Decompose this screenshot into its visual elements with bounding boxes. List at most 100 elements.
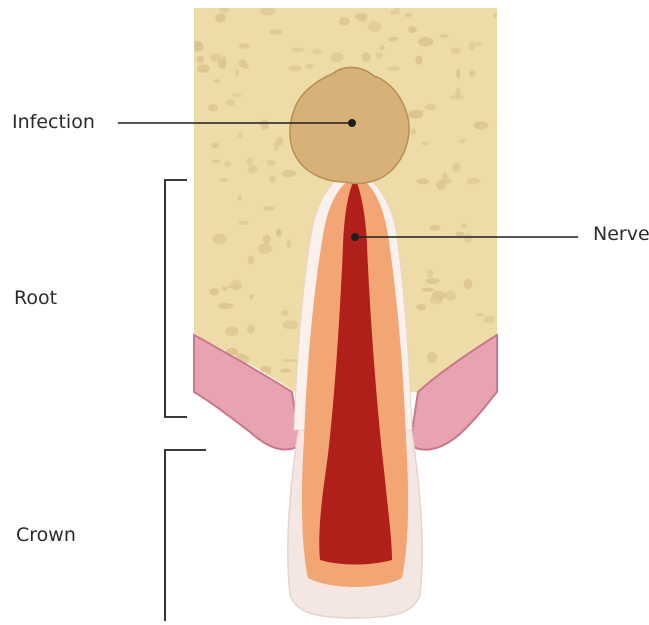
bone-spot	[210, 288, 219, 295]
bone-spot	[269, 29, 282, 34]
bone-spot	[266, 160, 276, 166]
bone-spot	[222, 287, 228, 291]
bone-spot	[222, 56, 226, 65]
bone-spot	[235, 69, 239, 77]
bone-spot	[219, 178, 228, 182]
bone-spot	[197, 64, 209, 73]
bone-spot	[429, 225, 440, 231]
bone-spot	[260, 366, 268, 372]
nerve-leader-dot	[351, 233, 359, 241]
bone-spot	[405, 13, 412, 17]
bone-spot	[213, 79, 221, 82]
bone-spot	[292, 48, 304, 52]
bone-spot	[475, 313, 484, 317]
bone-spot	[388, 37, 398, 42]
bone-spot	[425, 278, 439, 284]
bone-spot	[408, 111, 423, 119]
bone-spot	[312, 48, 322, 54]
bone-spot	[466, 178, 480, 185]
nerve-label: Nerve	[593, 223, 649, 245]
bone-spot	[248, 255, 255, 264]
bone-spot	[219, 7, 229, 14]
bone-spot	[247, 325, 255, 334]
bone-spot	[225, 327, 239, 336]
bone-spot	[276, 137, 283, 146]
bone-spot	[237, 132, 242, 138]
bone-spot	[260, 120, 269, 130]
bone-spot	[388, 66, 400, 70]
bone-spot	[418, 37, 434, 46]
bone-spot	[415, 56, 422, 65]
bone-spot	[192, 41, 204, 52]
bone-spot	[427, 352, 438, 363]
bone-spot	[269, 176, 275, 183]
bone-spot	[417, 179, 430, 185]
bone-spot	[218, 303, 233, 309]
bone-spot	[379, 45, 384, 50]
bone-spot	[282, 359, 297, 362]
bone-spot	[436, 180, 446, 190]
bone-spot	[484, 316, 495, 323]
bone-spot	[305, 64, 313, 69]
bone-spot	[474, 121, 489, 129]
bone-spot	[451, 48, 461, 54]
bone-spot	[368, 21, 381, 32]
bone-spot	[445, 290, 456, 300]
bone-spot	[260, 7, 276, 15]
bone-spot	[247, 165, 258, 173]
bone-spot	[246, 157, 253, 165]
bone-spot	[462, 224, 467, 228]
bone-spot	[226, 99, 235, 106]
bone-spot	[212, 143, 219, 148]
bone-spot	[282, 170, 297, 177]
bone-spot	[262, 235, 271, 244]
bone-spot	[456, 69, 460, 79]
bone-spot	[430, 296, 444, 305]
bone-spot	[237, 195, 242, 200]
bone-spot	[455, 87, 461, 98]
bone-spot	[231, 280, 242, 291]
bone-spot	[276, 228, 282, 237]
bone-spot	[469, 70, 475, 77]
bone-spot	[289, 66, 302, 72]
bone-spot	[239, 221, 249, 225]
bone-spot	[196, 56, 204, 63]
bone-spot	[422, 288, 434, 292]
bone-spot	[411, 128, 415, 135]
bone-spot	[249, 294, 253, 300]
bone-spot	[212, 160, 219, 163]
bone-spot	[421, 141, 429, 145]
bone-spot	[213, 234, 227, 245]
infection-label: Infection	[12, 111, 95, 133]
bone-spot	[263, 206, 274, 211]
infection-leader-dot	[348, 119, 356, 127]
bone-spot	[258, 243, 273, 254]
bone-spot	[408, 26, 416, 33]
crown-label: Crown	[16, 524, 76, 546]
bone-spot	[464, 279, 473, 289]
bone-spot	[455, 231, 464, 236]
bone-spot	[210, 53, 222, 61]
bone-spot	[416, 304, 426, 311]
bone-spot	[208, 104, 218, 111]
bone-spot	[494, 13, 498, 18]
bone-spot	[239, 59, 247, 67]
bone-spot	[376, 52, 383, 59]
bone-spot	[287, 240, 292, 248]
bone-spot	[339, 17, 350, 26]
bone-spot	[215, 13, 225, 23]
bone-spot	[280, 369, 291, 373]
bone-spot	[427, 269, 433, 278]
bone-spot	[283, 320, 299, 329]
bone-spot	[439, 34, 448, 38]
bone-spot	[362, 52, 371, 62]
root-bracket	[165, 180, 187, 417]
bone-spot	[239, 43, 250, 49]
bone-spot	[452, 163, 461, 172]
bone-spot	[459, 138, 466, 143]
crown-bracket	[165, 450, 206, 621]
root-label: Root	[14, 287, 57, 309]
bone-spot	[232, 93, 241, 97]
